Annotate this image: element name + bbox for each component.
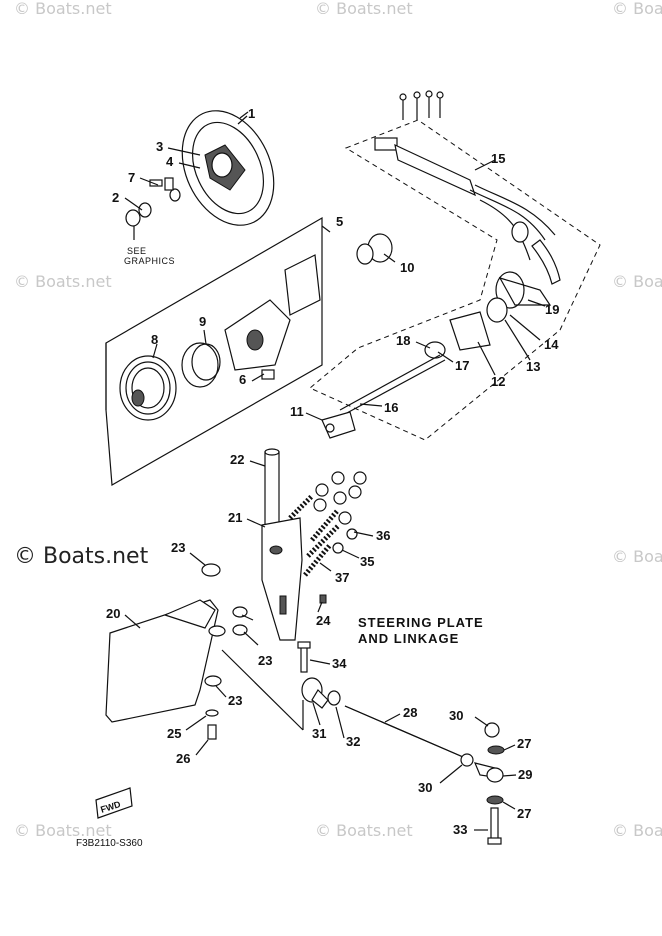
springs [288,494,340,577]
callout-33: 33 [453,822,467,837]
callout-30b: 30 [418,780,432,795]
washer-27b [486,795,504,805]
watermark-mid-left: © Boats.net [14,272,112,291]
rod-end-29 [473,762,504,783]
diagram-code: F3B2110-S360 [76,838,143,849]
callout-7: 7 [128,170,135,185]
steering-plate [105,599,219,723]
watermark-right: © Boats.net [612,547,662,566]
shaft [264,448,280,528]
callout-12: 12 [491,374,505,389]
cover [181,342,221,388]
watermark-top-left: © Boats.net [14,0,112,18]
washer-25 [205,709,219,717]
callout-2: 2 [112,190,119,205]
callout-10: 10 [400,260,414,275]
watermark-top-right: © Boats.net [612,0,662,18]
callout-18: 18 [396,333,410,348]
hub-parts [125,177,181,227]
callout-20: 20 [106,606,120,621]
callout-11: 11 [290,404,304,419]
callout-25: 25 [167,726,181,741]
callout-36: 36 [376,528,390,543]
nut-30a [460,753,474,767]
see-graphics-line2: GRAPHICS [124,256,175,266]
callout-32: 32 [346,734,360,749]
callout-4: 4 [166,154,174,169]
nut-32 [327,690,341,706]
callout-3: 3 [156,139,163,154]
part-10 [356,233,393,265]
callout-27b: 27 [517,806,531,821]
callout-37: 37 [335,570,349,585]
helm-mechanism [224,254,321,380]
callout-29: 29 [518,767,532,782]
bolts-top [399,90,444,120]
watermark-bottom-right: © Boats.net [612,821,662,840]
boot [495,271,552,309]
callout-23a: 23 [171,540,185,555]
callout-30a: 30 [449,708,463,723]
watermark-bottom-center: © Boats.net [315,821,413,840]
callout-5: 5 [336,214,343,229]
nuts-washers [313,471,367,554]
nut-30b [484,722,500,738]
rod-end-31 [301,677,329,709]
watermark-top-center: © Boats.net [315,0,413,18]
bolt-34 [297,641,311,673]
callout-23b: 23 [258,653,272,668]
callout-9: 9 [199,314,206,329]
callout-8: 8 [151,332,158,347]
callout-27a: 27 [517,736,531,751]
callout-14: 14 [544,337,559,352]
callout-1: 1 [248,106,255,121]
bolt-26 [207,724,217,740]
watermark-main: © Boats.net [14,544,149,569]
steering-arm [261,517,303,641]
cable-joint [321,411,356,439]
callout-28: 28 [403,705,417,720]
callout-22: 22 [230,452,244,467]
bellows [449,297,508,351]
callout-6: 6 [239,372,246,387]
callout-23c: 23 [228,693,242,708]
fwd-arrow-icon: FWD [95,787,133,819]
pin-24 [319,594,327,604]
callout-34: 34 [332,656,347,671]
steering-wheel [181,110,275,226]
section-title-line2: AND LINKAGE [358,631,459,646]
steering-cable [374,137,561,285]
see-graphics-line1: SEE [127,246,147,256]
callout-16: 16 [384,400,398,415]
callout-13: 13 [526,359,540,374]
section-title-line1: STEERING PLATE [358,615,484,630]
callout-35: 35 [360,554,374,569]
washer-27a [487,745,505,755]
callout-19: 19 [545,302,559,317]
callout-31: 31 [312,726,326,741]
callout-15: 15 [491,151,505,166]
collars [201,563,248,687]
callout-21: 21 [228,510,242,525]
callout-26: 26 [176,751,190,766]
tie-rod [344,705,471,761]
callout-24: 24 [316,613,331,628]
watermark-mid-right: © Boats.net [612,272,662,291]
watermark-bottom-left: © Boats.net [14,821,112,840]
callout-17: 17 [455,358,469,373]
bolt-33 [487,807,502,845]
callouts: 1 2 3 4 5 7 8 9 6 10 11 12 13 14 15 16 1… [106,106,559,837]
pulley [119,355,177,421]
